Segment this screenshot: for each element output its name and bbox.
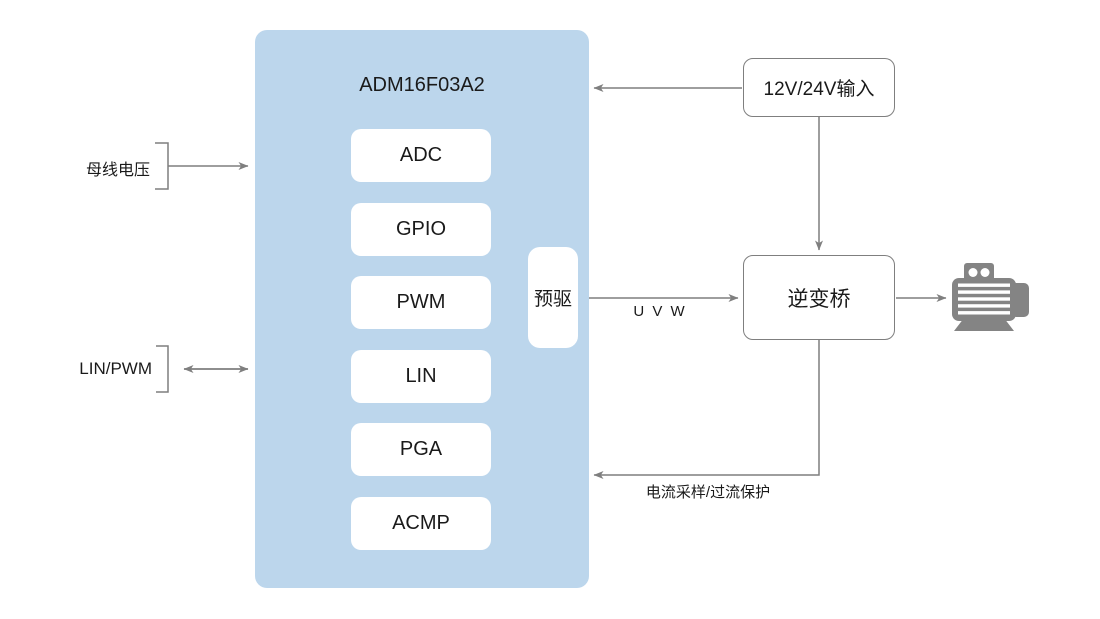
chip-title: ADM16F03A2 bbox=[359, 74, 485, 96]
power-input-label: 12V/24V输入 bbox=[763, 79, 875, 100]
predriver-block: 预驱 bbox=[528, 247, 578, 348]
module-adc: ADC bbox=[351, 129, 491, 182]
module-pga: PGA bbox=[351, 423, 491, 476]
module-pwm: PWM bbox=[351, 276, 491, 329]
uvw-signal-label: U V W bbox=[633, 303, 687, 320]
bus-voltage-label: 母线电压 bbox=[85, 162, 150, 179]
module-acmp: ACMP bbox=[351, 497, 491, 550]
chip-block: ADM16F03A2 ADC GPIO PWM LIN PGA ACMP 预驱 bbox=[255, 30, 589, 588]
lin-pwm-label: LIN/PWM bbox=[79, 359, 152, 378]
bracket-lin-pwm bbox=[156, 345, 169, 393]
inverter-bridge-box: 逆变桥 bbox=[743, 255, 895, 340]
module-gpio: GPIO bbox=[351, 203, 491, 256]
arrow-current-feedback-to-chip bbox=[593, 340, 820, 479]
inverter-bridge-label: 逆变桥 bbox=[787, 287, 851, 311]
predriver-label: 预驱 bbox=[533, 289, 572, 310]
bracket-bus-voltage bbox=[155, 142, 169, 190]
module-lin: LIN bbox=[351, 350, 491, 403]
motor-icon bbox=[952, 263, 1029, 331]
current-feedback-label: 电流采样/过流保护 bbox=[645, 484, 771, 501]
power-input-box: 12V/24V输入 bbox=[743, 58, 895, 117]
